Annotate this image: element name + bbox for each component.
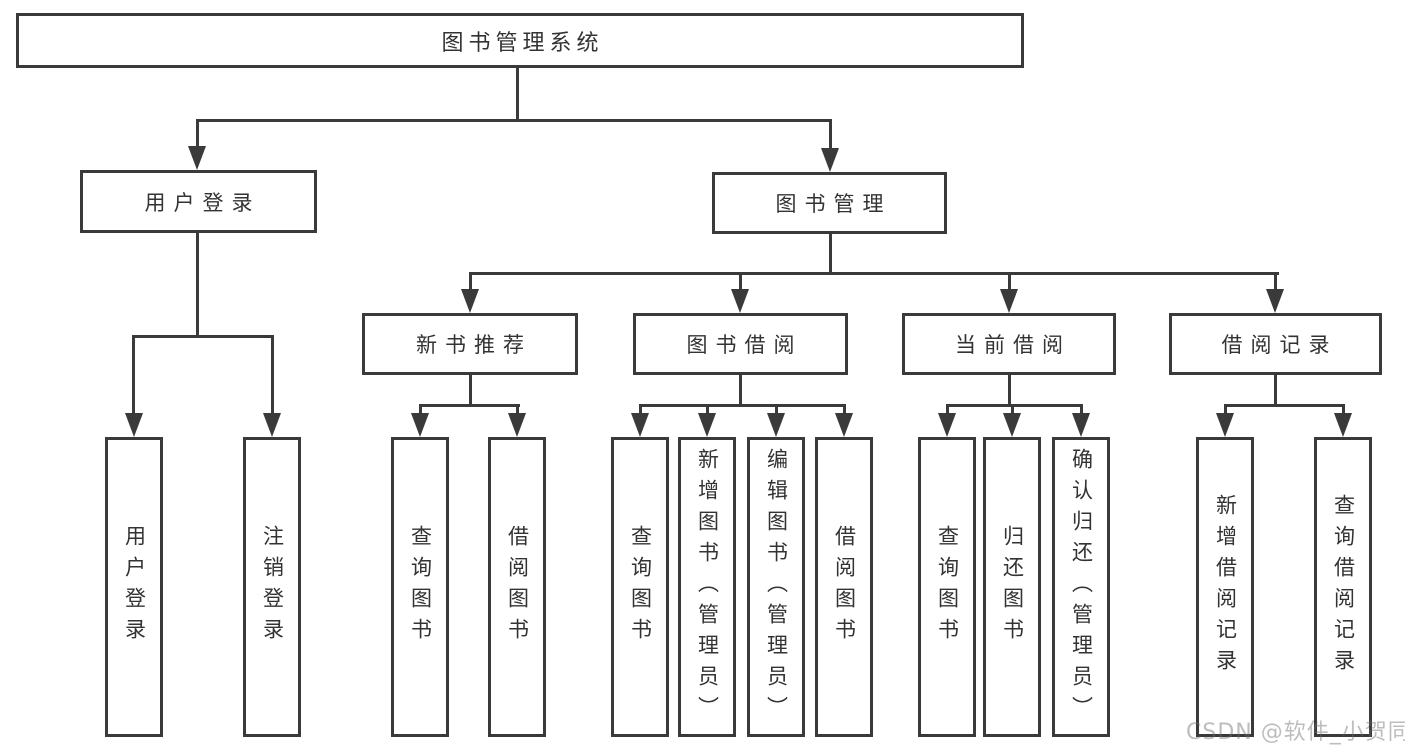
connector-line (1008, 375, 1011, 407)
node-book-management: 图书管理 (712, 172, 947, 234)
arrow-down-icon (731, 289, 749, 313)
connector-line (946, 404, 949, 417)
arrow-down-icon (188, 146, 206, 170)
node-book-management-label: 图书管理 (775, 192, 892, 216)
connector-line (1224, 404, 1227, 417)
arrow-down-icon (821, 148, 839, 172)
node-new-book-recommend-label: 新书推荐 (416, 333, 532, 357)
leaf-logout: 注销登录 (243, 437, 301, 737)
connector-line (469, 272, 1279, 275)
leaf-query-borrow-record: 查询借阅记录 (1314, 437, 1372, 737)
arrow-down-icon (698, 413, 716, 437)
connector-line (843, 404, 846, 417)
arrow-down-icon (1072, 413, 1090, 437)
leaf-query-books-borrow-label: 查询图书 (628, 525, 653, 649)
node-new-book-recommend: 新书推荐 (362, 313, 578, 375)
arrow-down-icon (1003, 413, 1021, 437)
connector-line (739, 375, 742, 407)
arrow-down-icon (1216, 413, 1234, 437)
leaf-edit-book-admin: 编辑图书（管理员） (747, 437, 805, 737)
connector-line (1274, 375, 1277, 407)
connector-line (775, 404, 778, 417)
connector-line (516, 68, 519, 121)
connector-line (1274, 272, 1277, 292)
arrow-down-icon (835, 413, 853, 437)
connector-line (1224, 404, 1345, 407)
leaf-query-books-recommend-label: 查询图书 (408, 525, 433, 649)
leaf-borrow-books-recommend: 借阅图书 (488, 437, 546, 737)
connector-line (639, 404, 846, 407)
arrow-down-icon (938, 413, 956, 437)
connector-line (419, 404, 422, 417)
connector-line (1011, 404, 1014, 417)
arrow-down-icon (411, 413, 429, 437)
arrow-down-icon (1266, 289, 1284, 313)
leaf-query-books-current: 查询图书 (918, 437, 976, 737)
connector-line (196, 119, 832, 122)
leaf-confirm-return-admin: 确认归还（管理员） (1052, 437, 1110, 737)
connector-line (639, 404, 642, 417)
connector-line (469, 375, 472, 407)
leaf-borrow-books-label: 借阅图书 (832, 525, 857, 649)
leaf-borrow-books: 借阅图书 (815, 437, 873, 737)
node-borrowing-records-label: 借阅记录 (1221, 333, 1338, 357)
connector-line (469, 272, 472, 292)
leaf-user-login: 用户登录 (105, 437, 163, 737)
leaf-edit-book-admin-label: 编辑图书（管理员） (764, 447, 789, 727)
leaf-logout-label: 注销登录 (260, 525, 285, 649)
leaf-return-books: 归还图书 (983, 437, 1041, 737)
leaf-query-books-recommend: 查询图书 (391, 437, 449, 737)
arrow-down-icon (263, 413, 281, 437)
connector-line (419, 404, 520, 407)
connector-line (132, 335, 135, 415)
arrow-down-icon (125, 413, 143, 437)
connector-line (1008, 272, 1011, 292)
node-current-borrowing-label: 当前借阅 (955, 333, 1071, 357)
node-user-login-label: 用户登录 (144, 190, 261, 215)
arrow-down-icon (508, 413, 526, 437)
connector-line (132, 335, 274, 338)
watermark-text: CSDN @软件_小贺同学 (1186, 720, 1405, 745)
connector-line (1342, 404, 1345, 417)
leaf-query-borrow-record-label: 查询借阅记录 (1331, 494, 1356, 680)
connector-line (271, 335, 274, 415)
leaf-return-books-label: 归还图书 (1000, 525, 1025, 649)
connector-line (829, 234, 832, 275)
leaf-user-login-label: 用户登录 (122, 525, 147, 649)
leaf-query-books-current-label: 查询图书 (935, 525, 960, 649)
node-book-borrowing: 图书借阅 (633, 313, 848, 375)
connector-line (196, 119, 199, 149)
connector-line (196, 233, 199, 338)
leaf-add-borrow-record-label: 新增借阅记录 (1213, 494, 1238, 680)
connector-line (1080, 404, 1083, 417)
arrow-down-icon (767, 413, 785, 437)
arrow-down-icon (461, 289, 479, 313)
leaf-add-borrow-record: 新增借阅记录 (1196, 437, 1254, 737)
leaf-add-book-admin: 新增图书（管理员） (678, 437, 736, 737)
connector-line (946, 404, 1083, 407)
leaf-query-books-borrow: 查询图书 (611, 437, 669, 737)
node-user-login: 用户登录 (80, 170, 317, 233)
arrow-down-icon (631, 413, 649, 437)
node-book-borrowing-label: 图书借阅 (686, 333, 803, 357)
leaf-confirm-return-admin-label: 确认归还（管理员） (1069, 447, 1094, 727)
node-library-system-label: 图书管理系统 (441, 30, 604, 56)
arrow-down-icon (1334, 413, 1352, 437)
leaf-add-book-admin-label: 新增图书（管理员） (695, 447, 720, 727)
connector-line (516, 404, 519, 417)
node-library-system: 图书管理系统 (16, 13, 1024, 68)
arrow-down-icon (1000, 289, 1018, 313)
leaf-borrow-books-recommend-label: 借阅图书 (505, 525, 530, 649)
connector-line (829, 119, 832, 151)
connector-line (706, 404, 709, 417)
connector-line (739, 272, 742, 292)
node-borrowing-records: 借阅记录 (1169, 313, 1382, 375)
node-current-borrowing: 当前借阅 (902, 313, 1116, 375)
